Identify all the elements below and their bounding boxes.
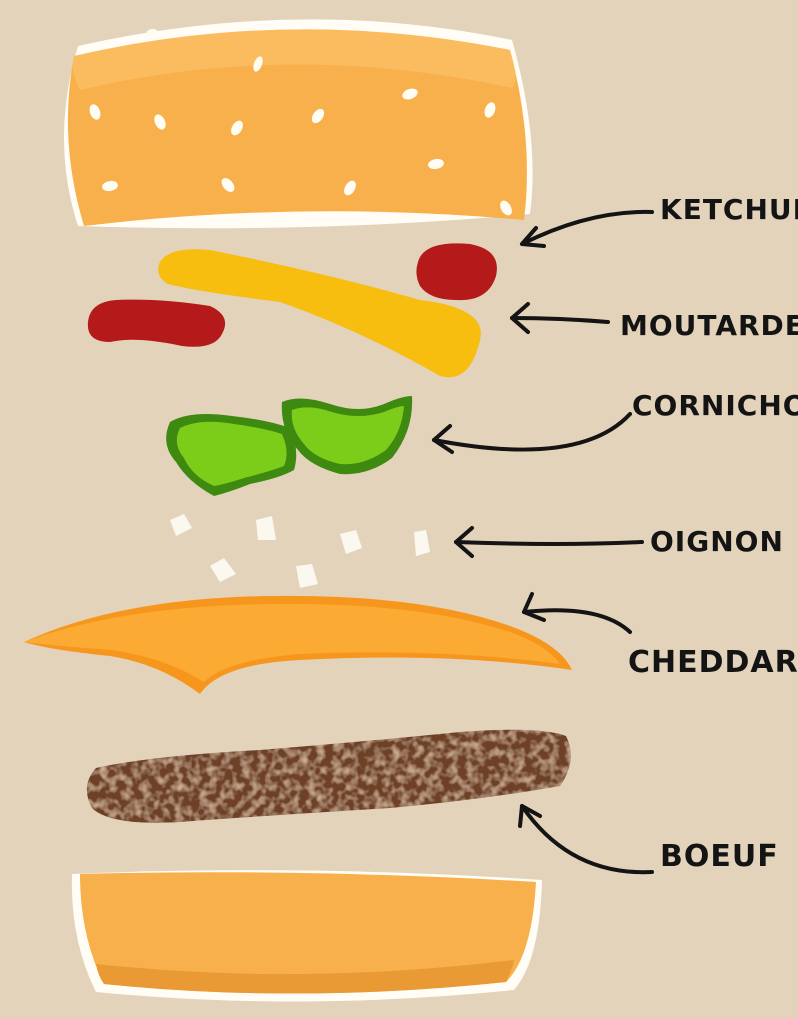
arrow-cheddar <box>524 594 630 632</box>
ketchup-blob-left <box>88 300 225 347</box>
arrow-oignon <box>456 528 642 556</box>
onion-pieces <box>170 514 430 588</box>
label-boeuf: BOEUF <box>660 842 779 872</box>
label-ketchup: KETCHUP <box>660 196 798 224</box>
label-moutarde: MOUTARDE <box>620 312 798 340</box>
label-cheddar: CHEDDAR <box>628 648 798 678</box>
label-cornichon: CORNICHON <box>632 392 798 420</box>
cheddar-slice <box>24 596 572 694</box>
arrow-boeuf <box>520 806 652 872</box>
bottom-bun <box>72 870 542 1001</box>
label-oignon: OIGNON <box>650 528 784 556</box>
beef-patty <box>87 730 571 823</box>
arrow-cornichon <box>434 414 630 452</box>
arrow-moutarde <box>512 304 608 332</box>
ketchup-blob-right <box>416 243 497 300</box>
top-bun <box>64 19 533 228</box>
pickles <box>166 396 412 496</box>
arrow-ketchup <box>522 212 652 246</box>
